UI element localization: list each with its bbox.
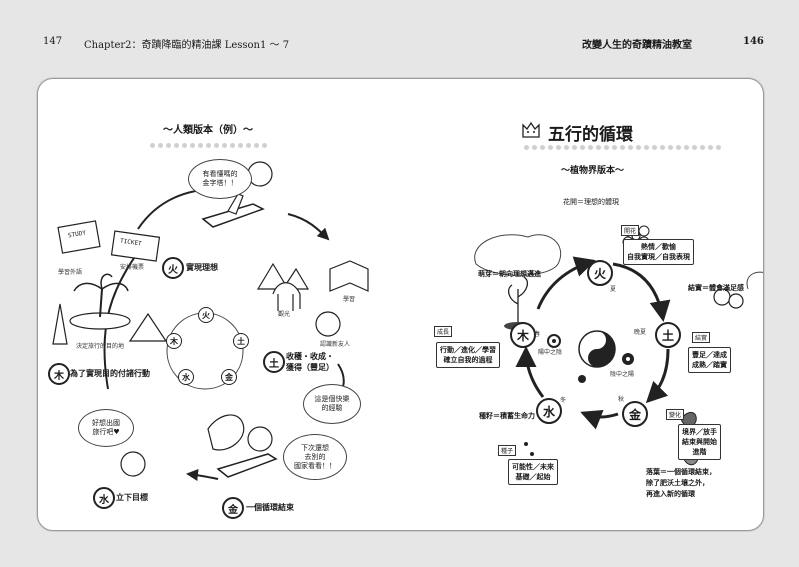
earth-season: 晚夏: [634, 329, 647, 336]
left-running-title: Chapter2：奇蹟降臨的精油課 Lesson1 ～ 7: [84, 40, 290, 51]
mini-cycle-wood: 木: [166, 333, 182, 349]
wood-tag: 成長: [434, 326, 453, 337]
left-fire-node: 火: [162, 257, 184, 279]
pyramid-thought-bubble: 有看懂嗎的 金字塔！！: [188, 159, 252, 199]
left-dot-divider: [150, 143, 267, 149]
metal-season: 秋: [618, 396, 625, 403]
water-season: 冬: [560, 397, 567, 404]
travel-wish-text: 好想出國 旅行吧♥: [92, 419, 120, 436]
right-running-title: 改變人生的奇蹟精油教室: [582, 40, 692, 51]
seed-note: 種籽＝積蓄生命力: [479, 412, 535, 420]
fire-tag: 開花: [621, 225, 640, 236]
leaf-note: 落葉＝一個循環結束， 除了肥沃土壤之外， 再進入新的循環: [646, 468, 716, 498]
right-earth-node: 土: [655, 322, 681, 348]
learn-label: 學習: [343, 296, 356, 303]
left-page-number: 147: [43, 36, 63, 47]
cat-icon: [522, 121, 540, 138]
study-label: 學習外語: [58, 269, 83, 276]
travel-wish-bubble: 好想出國 旅行吧♥: [78, 409, 134, 447]
water-keywords: 可能性／未來 基礎／起始: [508, 459, 558, 485]
earth-keywords: 豐足／達成 成熟／踏實: [688, 347, 731, 373]
left-wood-text: 為了實現目的付諸行動: [70, 369, 150, 378]
mini-cycle-fire: 火: [198, 307, 214, 323]
new-friend-label: 認識新友人: [320, 341, 351, 348]
wood-keywords: 行動／進化／學習 確立自我的過程: [436, 342, 500, 368]
earth-tag: 結實: [692, 332, 711, 343]
water-tag: 種子: [498, 445, 517, 456]
ticket-label: 安排機票: [120, 264, 145, 271]
metal-tag: 變化: [666, 409, 685, 420]
pyramid-bubble-text: 有看懂嗎的 金字塔！！: [202, 170, 238, 187]
right-fire-node: 火: [587, 260, 613, 286]
yang-in-yin-label: 陰中之陽: [610, 371, 635, 378]
left-metal-text: 一個循環結束: [246, 503, 294, 512]
wood-season: 春: [534, 331, 541, 338]
left-metal-node: 金: [222, 497, 244, 519]
flower-note: 花開＝理想的體現: [563, 198, 619, 206]
right-metal-node: 金: [622, 401, 648, 427]
left-earth-text: 收穫・收成・ 獲得（豐足）: [286, 352, 334, 372]
yin-in-yang-label: 陽中之陰: [538, 349, 563, 356]
right-subtitle: ～植物界版本～: [561, 166, 625, 176]
next-trip-thought-bubble: 下次還想 去別的 國家看看！！: [283, 434, 347, 480]
destination-label: 決定旅行的目的地: [76, 343, 125, 350]
right-cycle-arrows: [474, 225, 763, 466]
fruit-note: 結實＝體會滿足感: [688, 284, 744, 292]
next-trip-bubble-text: 下次還想 去別的 國家看看！！: [294, 443, 336, 470]
right-title: 五行的循環: [548, 125, 633, 145]
left-water-text: 立下目標: [116, 493, 148, 502]
fire-keywords: 熱情／歡愉 自我實現／自我表現: [623, 239, 694, 265]
mini-cycle-water: 水: [178, 369, 194, 385]
left-water-node: 水: [93, 487, 115, 509]
right-wood-node: 木: [510, 322, 536, 348]
metal-keywords: 境界／放手 結束與開始 進階: [678, 424, 721, 460]
mini-cycle-metal: 金: [221, 369, 237, 385]
left-fire-text: 實現理想: [186, 263, 218, 272]
sightseeing-label: 觀光: [278, 311, 291, 318]
mini-cycle-earth: 土: [233, 333, 249, 349]
left-wood-node: 木: [48, 363, 70, 385]
right-dot-divider: [524, 145, 721, 151]
experience-thought-bubble: 這是個快樂 的經驗: [303, 384, 361, 424]
left-earth-node: 土: [263, 351, 285, 373]
right-water-node: 水: [536, 398, 562, 424]
left-subtitle: ～人類版本（例）～: [163, 125, 253, 136]
book-spread: ～人類版本（例）～: [37, 78, 764, 531]
fire-season: 夏: [610, 286, 617, 293]
experience-bubble-text: 這是個快樂 的經驗: [314, 395, 350, 412]
right-page-number: 146: [743, 36, 764, 47]
sprout-note: 萌芽＝朝向理想邁進: [478, 270, 541, 278]
